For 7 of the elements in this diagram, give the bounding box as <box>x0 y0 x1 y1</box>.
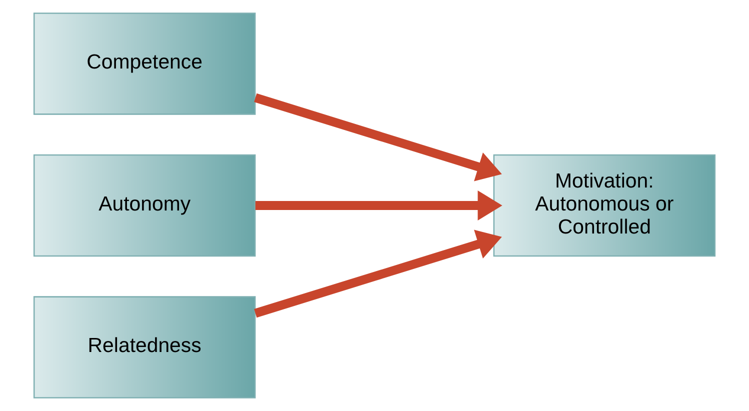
node-box: Autonomy <box>33 154 256 257</box>
node-box: Motivation: Autonomous or Controlled <box>493 154 716 257</box>
node-box: Competence <box>33 12 256 115</box>
node-box: Relatedness <box>33 296 256 398</box>
arrow <box>254 93 502 182</box>
arrow <box>255 190 502 221</box>
arrow <box>254 230 502 318</box>
